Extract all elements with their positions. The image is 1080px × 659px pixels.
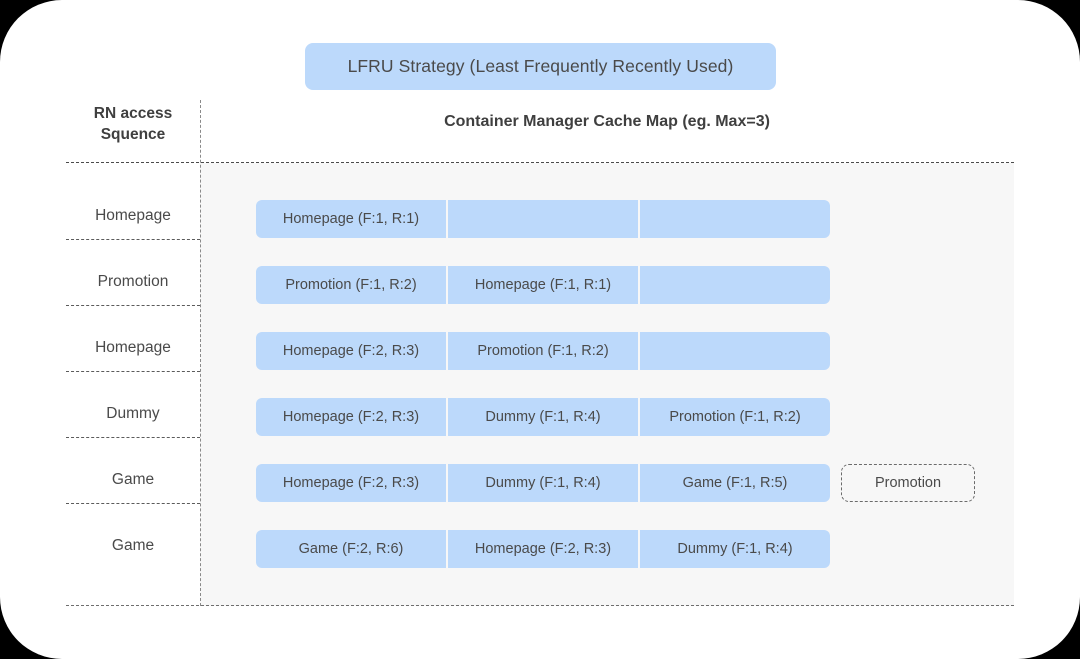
access-column-header-line1: RN access <box>93 105 173 122</box>
access-sequence-label: Dummy <box>106 405 160 422</box>
cache-cell-empty <box>640 332 830 370</box>
strategy-title-banner: LFRU Strategy (Least Frequently Recently… <box>305 43 776 90</box>
cache-row: Homepage (F:2, R:3)Dummy (F:1, R:4)Promo… <box>256 398 830 436</box>
strategy-title-text: LFRU Strategy (Least Frequently Recently… <box>347 56 734 76</box>
access-row-separator <box>66 503 200 504</box>
cache-cell: Homepage (F:2, R:3) <box>256 464 446 502</box>
cache-cell: Dummy (F:1, R:4) <box>640 530 830 568</box>
cache-row: Homepage (F:2, R:3)Promotion (F:1, R:2) <box>256 332 830 370</box>
access-column-header-line2: Squence <box>100 126 166 143</box>
access-row-separator <box>66 305 200 306</box>
access-sequence-label: Homepage <box>95 339 171 356</box>
cache-cell: Promotion (F:1, R:2) <box>640 398 830 436</box>
cache-cell: Homepage (F:2, R:3) <box>448 530 638 568</box>
cache-cell: Dummy (F:1, R:4) <box>448 398 638 436</box>
cache-map-column-header: Container Manager Cache Map (eg. Max=3) <box>444 113 770 130</box>
access-sequence-label: Homepage <box>95 207 171 224</box>
cache-cell-empty <box>640 200 830 238</box>
table-top-rule <box>66 162 1014 163</box>
cache-cell: Homepage (F:2, R:3) <box>256 398 446 436</box>
column-divider <box>200 100 201 606</box>
evicted-entry-box: Promotion <box>841 464 975 502</box>
cache-row: Homepage (F:2, R:3)Dummy (F:1, R:4)Game … <box>256 464 830 502</box>
access-row-separator <box>66 371 200 372</box>
table-bottom-rule <box>66 605 1014 606</box>
cache-row: Promotion (F:1, R:2)Homepage (F:1, R:1) <box>256 266 830 304</box>
cache-cell: Promotion (F:1, R:2) <box>448 332 638 370</box>
cache-cell: Homepage (F:2, R:3) <box>256 332 446 370</box>
access-column-header: RN access Squence <box>66 103 200 145</box>
cache-cell: Homepage (F:1, R:1) <box>256 200 446 238</box>
cache-cell-empty <box>448 200 638 238</box>
cache-cell: Dummy (F:1, R:4) <box>448 464 638 502</box>
access-sequence-label: Game <box>111 537 155 554</box>
cache-cell: Game (F:2, R:6) <box>256 530 446 568</box>
access-sequence-label: Game <box>111 471 155 488</box>
cache-row: Homepage (F:1, R:1) <box>256 200 830 238</box>
cache-cell: Homepage (F:1, R:1) <box>448 266 638 304</box>
cache-cell: Promotion (F:1, R:2) <box>256 266 446 304</box>
cache-cell-empty <box>640 266 830 304</box>
cache-cell: Game (F:1, R:5) <box>640 464 830 502</box>
access-row-separator <box>66 239 200 240</box>
cache-row: Game (F:2, R:6)Homepage (F:2, R:3)Dummy … <box>256 530 830 568</box>
access-sequence-label: Promotion <box>97 273 169 290</box>
access-row-separator <box>66 437 200 438</box>
